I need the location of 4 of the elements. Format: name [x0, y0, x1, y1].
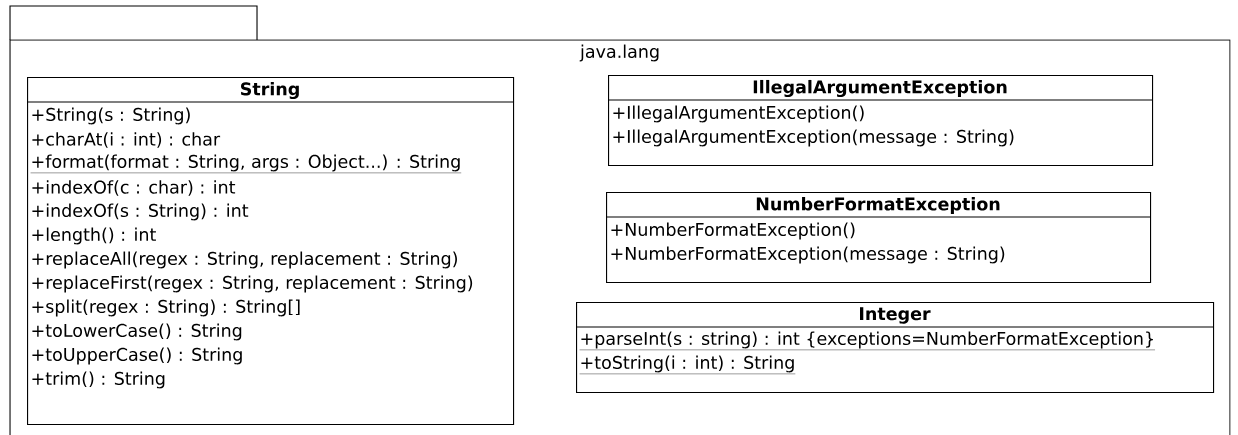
- class-box: Integer +parseInt(s : string) : int {exceptions=NumberFormatException} +toString(i : int) : String: [575, 302, 1215, 394]
- class-box: NumberFormatException +NumberFormatException() +NumberFormatException(message : String): [605, 192, 1152, 284]
- class-box: String +String(s : String) +charAt(i : int) : char +format(format : String, args : Object...) : String +indexOf(c : char) : int +indexOf(s : String) : int +length() : int +replaceAll(regex : String, replacement : String) +replaceFirst(regex : String, replacement : String) +split(regex : String) : String[] +toLowerCase() : String +toUpperCase() : String +trim() : String: [26, 77, 515, 426]
- class-box: IllegalArgumentException +IllegalArgumentException() +IllegalArgumentException(message : String): [607, 75, 1154, 167]
